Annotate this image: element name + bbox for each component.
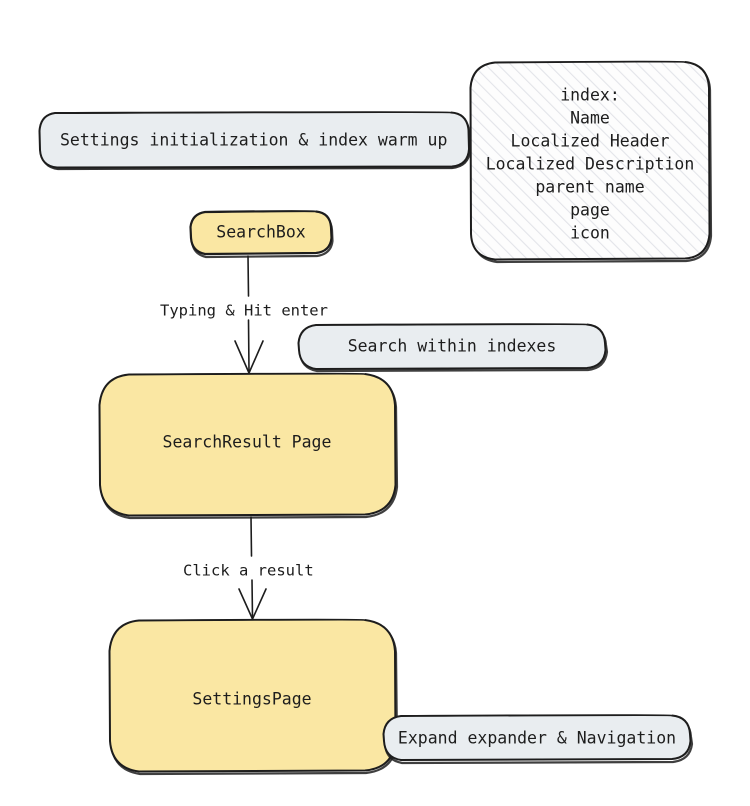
- edge-searchbox-to-results-label: Typing & Hit enter: [160, 302, 328, 320]
- node-index-box-body: [469, 60, 711, 261]
- node-search-box[interactable]: SearchBox: [189, 210, 334, 259]
- node-settings-page[interactable]: SettingsPage: [108, 618, 399, 776]
- node-search-within-indexes-body: [297, 323, 607, 370]
- edge-searchbox-to-results: Typing & Hit enter: [160, 255, 328, 374]
- node-search-box-label: SearchBox: [216, 223, 305, 242]
- index-line-1: Name: [570, 109, 610, 128]
- index-line-3: Localized Description: [486, 155, 695, 174]
- node-expand-navigation-body: [382, 714, 692, 761]
- node-search-result-page-body: [98, 372, 397, 517]
- edge-results-to-settings-line: [250, 516, 254, 619]
- node-settings-page-label: SettingsPage: [192, 690, 311, 709]
- index-line-4: parent name: [535, 178, 644, 197]
- node-index-box[interactable]: index: Name Localized Header Localized D…: [469, 60, 713, 264]
- node-expand-navigation[interactable]: Expand expander & Navigation: [382, 714, 694, 765]
- node-settings-init[interactable]: Settings initialization & index warm up: [38, 111, 472, 171]
- edge-searchbox-to-results-arrowhead: [234, 340, 264, 374]
- node-settings-init-body: [38, 111, 470, 169]
- index-line-2: Localized Header: [511, 132, 670, 151]
- node-search-result-page-label: SearchResult Page: [163, 433, 332, 452]
- edge-searchbox-to-results-line: [247, 255, 250, 373]
- node-search-within-indexes-label: Search within indexes: [348, 337, 557, 356]
- index-line-0: index:: [560, 86, 620, 105]
- edge-results-to-settings: Click a result: [183, 516, 314, 620]
- edge-results-to-settings-label: Click a result: [183, 562, 314, 580]
- node-search-box-body: [189, 210, 333, 256]
- edge-results-to-settings-arrowhead: [238, 588, 267, 620]
- node-search-within-indexes[interactable]: Search within indexes: [297, 323, 609, 373]
- index-line-6: icon: [570, 224, 610, 243]
- node-search-result-page[interactable]: SearchResult Page: [98, 372, 399, 520]
- node-settings-init-label: Settings initialization & index warm up: [60, 131, 447, 150]
- index-line-5: page: [570, 201, 610, 220]
- node-expand-navigation-label: Expand expander & Navigation: [398, 729, 676, 748]
